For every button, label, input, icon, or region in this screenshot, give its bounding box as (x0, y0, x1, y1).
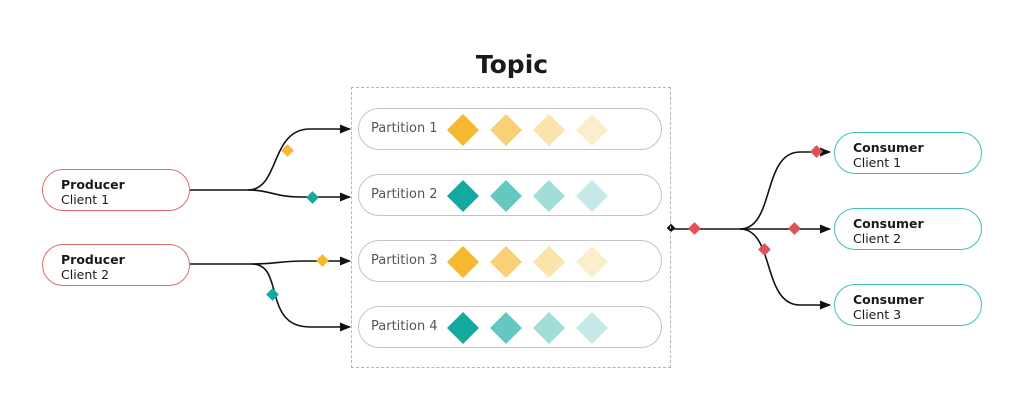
connector-producer1-partition2 (247, 189, 352, 202)
message-diamond (533, 180, 565, 212)
message-marker (758, 243, 771, 256)
producer-client-1: Producer Client 1 (42, 169, 190, 211)
connector-consumer1 (739, 147, 832, 230)
partition-messages (447, 312, 608, 344)
consumer-subtitle: Client 2 (853, 231, 902, 246)
consumer-subtitle: Client 1 (853, 155, 902, 170)
message-diamond (447, 180, 479, 212)
message-marker (281, 144, 294, 157)
partition-4: Partition 4 (358, 306, 662, 348)
connector-producer1-partition1 (190, 124, 352, 191)
consumer-client-2: Consumer Client 2 (834, 208, 982, 250)
partition-messages (447, 246, 608, 278)
consumer-client-3: Consumer Client 3 (834, 284, 982, 326)
message-diamond (576, 114, 608, 146)
message-diamond (447, 114, 479, 146)
partition-label: Partition 3 (371, 253, 438, 268)
partition-1: Partition 1 (358, 108, 662, 150)
consumer-title: Consumer (853, 216, 924, 231)
message-diamond (447, 312, 479, 344)
consumer-title: Consumer (853, 292, 924, 307)
partition-messages (447, 180, 608, 212)
connector-consumer3 (739, 228, 832, 310)
message-diamond (490, 180, 522, 212)
consumer-subtitle: Client 3 (853, 307, 902, 322)
message-marker (266, 288, 279, 301)
consumer-title: Consumer (853, 140, 924, 155)
message-marker (788, 222, 801, 235)
message-diamond (576, 180, 608, 212)
partition-label: Partition 2 (371, 187, 438, 202)
producer-subtitle: Client 1 (61, 192, 110, 207)
message-marker (688, 222, 701, 235)
message-diamond (490, 114, 522, 146)
message-diamond (533, 312, 565, 344)
topic-container (351, 87, 671, 368)
partition-label: Partition 1 (371, 121, 438, 136)
producer-title: Producer (61, 252, 125, 267)
producer-client-2: Producer Client 2 (42, 244, 190, 286)
partition-3: Partition 3 (358, 240, 662, 282)
message-diamond (490, 246, 522, 278)
message-diamond (533, 246, 565, 278)
message-diamond (576, 312, 608, 344)
message-marker (306, 191, 319, 204)
consumer-client-1: Consumer Client 1 (834, 132, 982, 174)
topic-title: Topic (475, 50, 549, 79)
partition-label: Partition 4 (371, 319, 438, 334)
message-marker (316, 254, 329, 267)
message-diamond (490, 312, 522, 344)
message-diamond (533, 114, 565, 146)
producer-title: Producer (61, 177, 125, 192)
partition-messages (447, 114, 608, 146)
message-diamond (576, 246, 608, 278)
producer-subtitle: Client 2 (61, 267, 110, 282)
connector-producer2-partition4 (251, 263, 352, 332)
partition-2: Partition 2 (358, 174, 662, 216)
message-marker (810, 145, 823, 158)
message-diamond (447, 246, 479, 278)
